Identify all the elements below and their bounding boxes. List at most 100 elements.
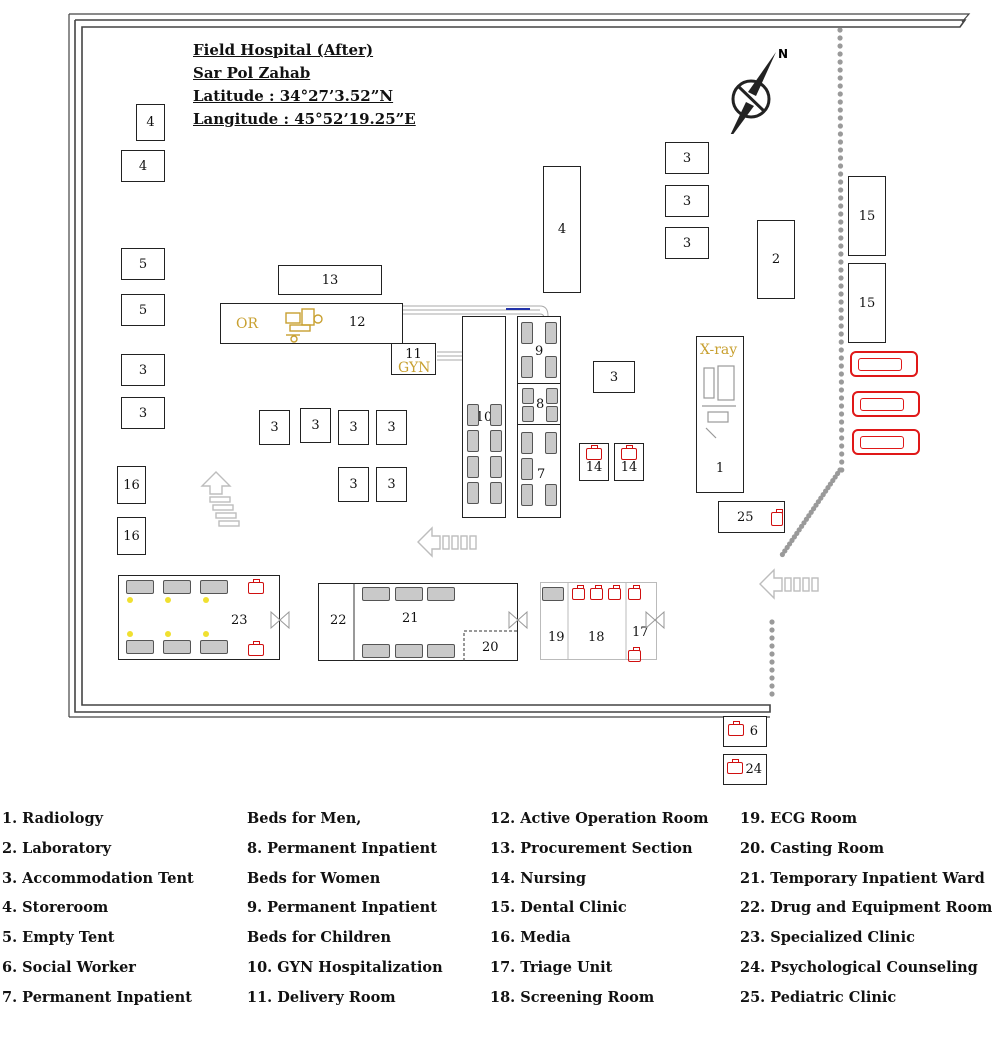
legend-item: 1. Radiology <box>2 810 104 827</box>
unit-3: 3 <box>300 408 331 443</box>
unit-17-label: 17 <box>632 625 649 640</box>
bed <box>545 484 557 506</box>
title-line3: Latitude : 34°27’3.52”N <box>193 87 394 105</box>
bed <box>126 640 154 654</box>
unit-3: 3 <box>121 397 165 429</box>
legend-item: 21. Temporary Inpatient Ward <box>740 869 985 887</box>
legend-item: 7. Permanent Inpatient <box>2 988 192 1006</box>
legend-col1: 1. Radiology 2. Laboratory 3. Accommodat… <box>2 804 194 1013</box>
title-line2: Sar Pol Zahab <box>193 64 311 82</box>
unit-19-label: 19 <box>548 630 565 645</box>
unit-21-label: 21 <box>402 611 419 626</box>
legend-item: Beds for Children <box>247 929 392 947</box>
unit-3: 3 <box>259 410 290 445</box>
title-line1: Field Hospital (After) <box>193 41 374 59</box>
legend-item: 3. Accommodation Tent <box>2 869 194 887</box>
bed <box>545 322 557 344</box>
legend-item: 4. Storeroom <box>2 899 109 917</box>
unit-16: 16 <box>117 466 146 504</box>
unit-15: 15 <box>848 263 886 343</box>
legend-item: 15. Dental Clinic <box>490 899 627 917</box>
bed <box>467 404 479 426</box>
unit-8-label: 8 <box>536 397 545 412</box>
legend-item: 18. Screening Room <box>490 988 655 1006</box>
bed <box>490 482 502 504</box>
or-label: OR <box>236 316 259 332</box>
unit-9-label: 9 <box>535 344 544 359</box>
legend-item: 19. ECG Room <box>740 810 858 827</box>
unit-14: 14 <box>579 443 609 481</box>
bed <box>467 482 479 504</box>
xray-machine-icon <box>702 365 736 439</box>
unit-4: 4 <box>136 104 165 141</box>
bed <box>490 404 502 426</box>
bed <box>521 356 533 378</box>
bed <box>490 430 502 452</box>
legend-item: 2. Laboratory <box>2 839 112 857</box>
legend-item: 8. Permanent Inpatient <box>247 839 437 857</box>
title-line4: Langitude : 45°52’19.25”E <box>193 110 416 128</box>
unit-6: 6 <box>723 716 767 747</box>
first-aid-icon <box>771 509 783 526</box>
unit-14: 14 <box>614 443 644 481</box>
bed <box>126 580 154 594</box>
bed <box>522 388 534 404</box>
bed <box>545 432 557 454</box>
unit-13: 13 <box>278 265 382 295</box>
legend-item: 9. Permanent Inpatient <box>247 899 437 917</box>
bed <box>467 456 479 478</box>
unit-16: 16 <box>117 517 146 555</box>
unit-11: 11 <box>391 343 436 375</box>
unit-3: 3 <box>338 410 369 445</box>
first-aid-icon <box>248 641 264 656</box>
legend-col4: 19. ECG Room 20. Casting Room 21. Tempor… <box>740 804 992 1013</box>
legend-item: 17. Triage Unit <box>490 958 613 976</box>
bed <box>521 432 533 454</box>
unit-20-label: 20 <box>482 640 499 655</box>
ambulance-icon <box>850 351 918 377</box>
bed <box>521 322 533 344</box>
xray-label: X-ray <box>700 342 738 358</box>
legend-item: 23. Specialized Clinic <box>740 929 915 947</box>
unit-1: 1 <box>696 336 744 493</box>
first-aid-icon <box>727 759 743 774</box>
legend-item: 24. Psychological Counseling <box>740 958 978 976</box>
gyn-label: GYN <box>398 360 431 376</box>
legend-col2: Beds for Men, 8. Permanent Inpatient Bed… <box>247 804 443 1013</box>
legend-item: 20. Casting Room <box>740 839 885 857</box>
legend-item: 13. Procurement Section <box>490 839 693 857</box>
bed <box>200 580 228 594</box>
unit-3: 3 <box>593 361 635 393</box>
bed <box>427 644 455 658</box>
first-aid-icon <box>572 585 585 600</box>
legend-item: Beds for Women <box>247 869 381 887</box>
legend-item: 5. Empty Tent <box>2 929 115 947</box>
unit-2: 2 <box>757 220 795 299</box>
legend-item: 16. Media <box>490 929 571 947</box>
door-icon <box>270 610 665 630</box>
unit-3: 3 <box>376 467 407 502</box>
lamp-icon <box>127 597 209 637</box>
entrance-arrow-icon <box>200 471 819 600</box>
unit-3: 3 <box>665 227 709 259</box>
unit-3: 3 <box>376 410 407 445</box>
ambulance-icon <box>852 391 920 417</box>
bed <box>163 580 191 594</box>
operating-equipment-icon <box>285 308 323 343</box>
first-aid-icon <box>586 445 602 460</box>
bed <box>427 587 455 601</box>
unit-25: 25 <box>718 501 785 533</box>
unit-3: 3 <box>665 142 709 174</box>
title-block: Field Hospital (After) Sar Pol Zahab Lat… <box>193 39 416 131</box>
first-aid-icon <box>628 647 641 662</box>
legend-item: 12. Active Operation Room <box>490 810 709 827</box>
bed <box>490 456 502 478</box>
legend-item: 14. Nursing <box>490 869 587 887</box>
bed <box>467 430 479 452</box>
bed <box>362 644 390 658</box>
legend-item: 10. GYN Hospitalization <box>247 958 443 976</box>
perimeter-wall <box>68 13 971 718</box>
bed <box>521 484 533 506</box>
bed <box>362 587 390 601</box>
legend-item: Beds for Men, <box>247 810 362 827</box>
